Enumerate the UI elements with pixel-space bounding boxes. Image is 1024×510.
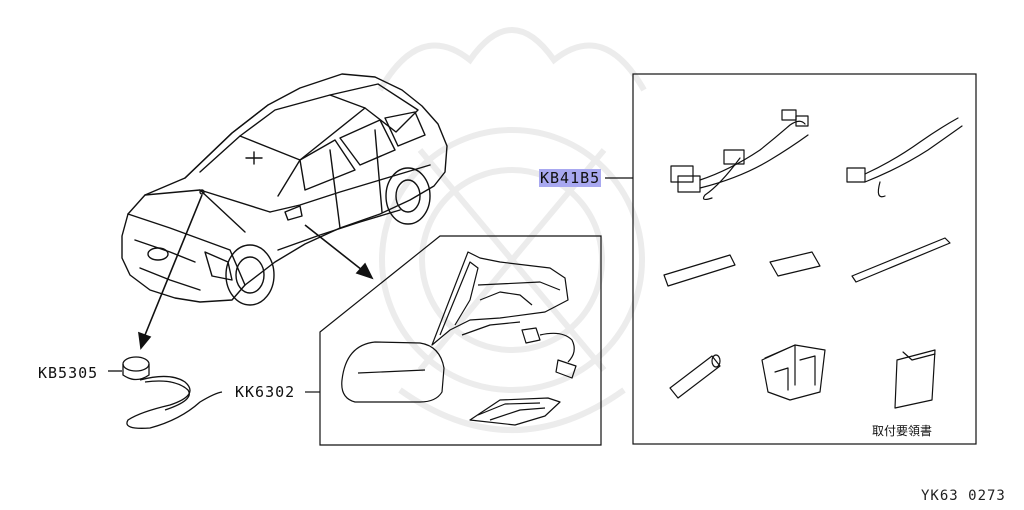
kit-box xyxy=(605,73,977,445)
watermark-emblem xyxy=(377,27,647,433)
reference-code: YK63 0273 xyxy=(921,488,1006,504)
kb41b5-part-code[interactable]: KB41B5 xyxy=(539,169,602,187)
sensor-part xyxy=(108,356,223,429)
kit-parts xyxy=(663,109,963,409)
kk6302-part-code[interactable]: KK6302 xyxy=(235,383,296,401)
car-illustration xyxy=(121,73,448,306)
manual-label: 取付要領書 xyxy=(872,424,933,438)
mirror-box xyxy=(305,235,602,446)
callout-arrows xyxy=(138,194,374,350)
mirror-parts xyxy=(341,251,577,426)
kb5305-part-code[interactable]: KB5305 xyxy=(38,364,99,382)
